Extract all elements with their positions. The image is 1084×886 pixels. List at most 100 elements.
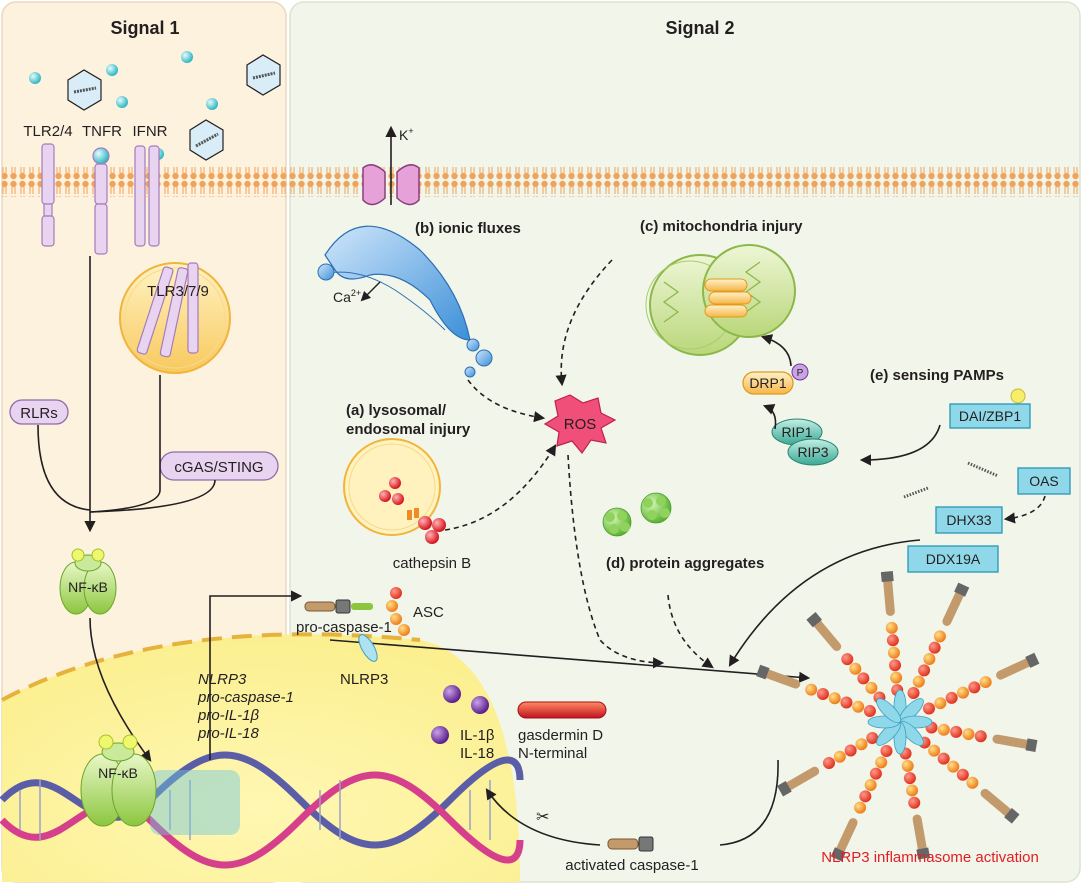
nfkb-dna-complex — [80, 734, 157, 827]
asc-bead — [979, 676, 992, 689]
asc-bead — [928, 744, 941, 757]
heading-sensing-pamps: (e) sensing PAMPs — [870, 367, 1004, 384]
gasdermin-shape — [517, 701, 607, 719]
asc-bead — [956, 768, 969, 781]
signal2-title: Signal 2 — [665, 18, 734, 38]
calcium-label: Ca2+ — [333, 288, 361, 305]
caspase-arm — [883, 577, 895, 616]
potassium-label: K+ — [399, 126, 414, 143]
il18-label: IL-18 — [460, 745, 494, 762]
asc-label: ASC — [413, 604, 444, 621]
pro-caspase-1-shape — [304, 599, 373, 614]
rna-fragments — [903, 461, 999, 499]
asc-bead — [886, 634, 899, 647]
caspase-cap — [756, 664, 770, 680]
asc-bead — [854, 801, 867, 814]
asc-bead — [945, 691, 958, 704]
asc-bead — [885, 621, 898, 634]
asc-bead — [840, 696, 853, 709]
pro-caspase-1-label: pro-caspase-1 — [296, 619, 392, 636]
asc-bead — [933, 630, 946, 643]
caspase-cap — [1025, 652, 1040, 668]
potassium-channel — [362, 125, 420, 206]
caspase-arm — [912, 814, 927, 854]
calcium-store — [317, 225, 493, 378]
nlrp3-petal — [876, 698, 902, 724]
gene-pro-il-1b: pro-IL-1β — [197, 707, 260, 724]
caspase-arm — [784, 766, 820, 791]
mitochondria — [645, 244, 796, 356]
heading-lysosomal-injury-line2: endosomal injury — [346, 421, 471, 438]
caspase-cap — [777, 781, 792, 797]
asc-chain — [386, 587, 410, 636]
gene-pro-caspase-1: pro-caspase-1 — [197, 689, 294, 706]
rip3-label: RIP3 — [797, 444, 828, 460]
asc-bead — [968, 681, 981, 694]
heading-ionic-fluxes: (b) ionic fluxes — [415, 220, 521, 237]
heading-lysosomal-injury-line1: (a) lysosomal/ — [346, 402, 447, 419]
caspase-cap — [830, 847, 846, 862]
asc-bead — [937, 752, 950, 765]
caspase-arm — [835, 818, 858, 855]
asc-bead — [906, 784, 919, 797]
asc-bead — [875, 756, 888, 769]
nfkb-complex — [59, 548, 117, 615]
dai-zbp1-box — [949, 403, 1031, 429]
signal2-arrows — [329, 259, 1046, 846]
gene-pro-il-18: pro-IL-18 — [197, 725, 260, 742]
ros-label: ROS — [564, 416, 597, 433]
asc-bead — [928, 641, 941, 654]
lysosome — [343, 438, 441, 536]
asc-bead — [901, 759, 914, 772]
asc-bead — [866, 732, 879, 744]
nfkb-dna-label: NF-κB — [98, 765, 138, 781]
asc-bead — [822, 757, 835, 769]
asc-bead — [841, 653, 854, 666]
asc-bead — [887, 646, 900, 659]
caspase-arm — [980, 788, 1013, 818]
phospho-label: P — [797, 368, 804, 379]
rlrs-label: RLRs — [20, 405, 58, 422]
asc-bead — [863, 705, 876, 718]
asc-bead — [934, 697, 947, 710]
signal2-panel — [289, 1, 1081, 883]
gene-nlrp3: NLRP3 — [198, 671, 247, 688]
asc-bead — [907, 686, 920, 699]
tlr379-endosome — [119, 262, 231, 374]
dai-zbp1-label: DAI/ZBP1 — [959, 408, 1021, 424]
rlrs-box — [9, 399, 69, 425]
asc-bead — [864, 778, 877, 791]
asc-bead — [890, 671, 903, 684]
caspase-cap — [1004, 808, 1020, 824]
caspase-cap — [954, 582, 970, 597]
activated-caspase-1-label: activated caspase-1 — [565, 857, 698, 874]
activated-caspase-1-shape — [607, 836, 654, 852]
cathepsin-b-molecules — [418, 516, 446, 544]
cell-membrane — [2, 167, 1080, 197]
asc-bead — [828, 692, 841, 705]
rip1-label: RIP1 — [781, 424, 812, 440]
asc-bead — [889, 659, 902, 672]
asc-bead — [947, 760, 960, 773]
asc-bead — [852, 700, 865, 713]
caspase-arm — [992, 734, 1032, 749]
tlr24-label: TLR2/4 — [23, 123, 72, 140]
asc-bead — [956, 686, 969, 699]
nlrp3-label: NLRP3 — [340, 671, 388, 688]
asc-bead — [849, 662, 862, 675]
nuclear-envelope — [1, 632, 421, 702]
nlrp3-shape — [358, 634, 378, 662]
caspase-arm — [812, 619, 842, 652]
nfkb-label: NF-κB — [68, 579, 108, 595]
asc-bead — [880, 745, 893, 758]
asc-bead — [937, 723, 950, 736]
il1b-label: IL-1β — [460, 727, 495, 744]
asc-bead — [903, 772, 916, 785]
caspase-cap — [880, 571, 894, 583]
tnfr-label: TNFR — [82, 123, 122, 140]
asc-bead — [869, 767, 882, 780]
dhx33-label: DHX33 — [946, 512, 991, 528]
caspase-arm — [996, 657, 1033, 680]
gasdermin-label-line1: gasdermin D — [518, 727, 603, 744]
